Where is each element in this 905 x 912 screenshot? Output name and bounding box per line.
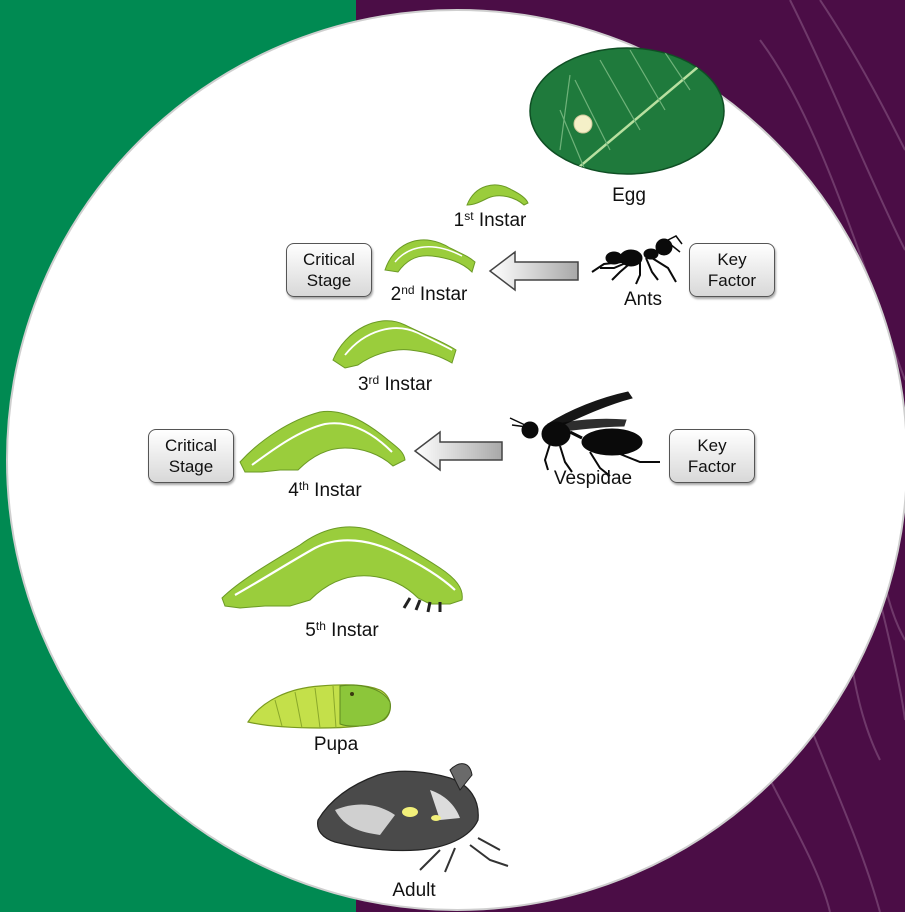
fourth-instar-label: 4th Instar: [270, 480, 380, 502]
second-instar-word: Instar: [420, 284, 468, 305]
fifth-instar-number: 5: [305, 620, 316, 641]
first-instar-label: 1st Instar: [438, 210, 542, 232]
third-instar-number: 3: [358, 374, 369, 395]
third-instar-suffix: rd: [369, 373, 380, 387]
third-instar-word: Instar: [385, 374, 433, 395]
key-factor-box-vespidae: Key Factor: [669, 429, 755, 483]
fifth-instar-suffix: th: [316, 619, 326, 633]
critical-stage-line1: Critical: [149, 435, 233, 456]
third-instar-label: 3rd Instar: [340, 374, 450, 396]
ants-label: Ants: [608, 289, 678, 311]
first-instar-word: Instar: [479, 210, 527, 231]
critical-stage-line1: Critical: [287, 249, 371, 270]
pupa-label: Pupa: [298, 734, 374, 756]
first-instar-number: 1: [454, 210, 465, 231]
egg-label: Egg: [596, 185, 662, 207]
critical-stage-line2: Stage: [149, 456, 233, 477]
second-instar-label: 2nd Instar: [374, 284, 484, 306]
fourth-instar-suffix: th: [299, 479, 309, 493]
key-factor-line1: Key: [670, 435, 754, 456]
second-instar-suffix: nd: [401, 283, 414, 297]
fifth-instar-label: 5th Instar: [287, 620, 397, 642]
key-factor-line1: Key: [690, 249, 774, 270]
critical-stage-line2: Stage: [287, 270, 371, 291]
critical-stage-box-fourth-instar: Critical Stage: [148, 429, 234, 483]
key-factor-box-ants: Key Factor: [689, 243, 775, 297]
vespidae-label: Vespidae: [538, 468, 648, 490]
fourth-instar-number: 4: [288, 480, 299, 501]
key-factor-line2: Factor: [670, 456, 754, 477]
key-factor-line2: Factor: [690, 270, 774, 291]
fourth-instar-word: Instar: [314, 480, 362, 501]
critical-stage-box-second-instar: Critical Stage: [286, 243, 372, 297]
second-instar-number: 2: [391, 284, 402, 305]
adult-label: Adult: [376, 880, 452, 902]
fifth-instar-word: Instar: [331, 620, 379, 641]
first-instar-suffix: st: [464, 209, 473, 223]
